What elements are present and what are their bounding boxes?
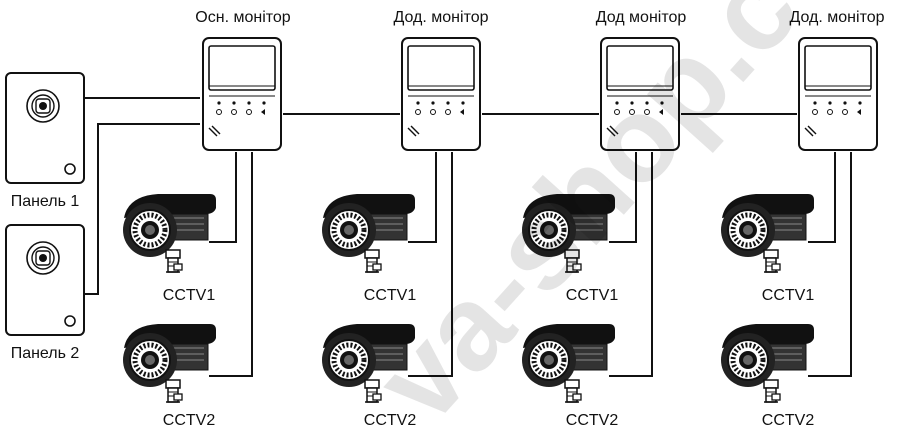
camera-label-cctv2-2: CCTV2 xyxy=(364,412,417,429)
panel-label-2: Панель 2 xyxy=(11,345,80,362)
camera-label-cctv2-4: CCTV2 xyxy=(762,412,815,429)
camera-label-cctv2-3: CCTV2 xyxy=(566,412,619,429)
wires xyxy=(84,97,852,377)
door-panel-1 xyxy=(5,72,85,184)
monitor-label-extra-1: Дод. монітор xyxy=(393,9,488,26)
monitor-extra-3 xyxy=(798,37,878,151)
camera-cctv1-1 xyxy=(123,194,216,272)
camera-label-cctv2-1: CCTV2 xyxy=(163,412,216,429)
monitor-label-extra-2: Дод монітор xyxy=(596,9,687,26)
monitor-label-extra-3: Дод. монітор xyxy=(789,9,884,26)
camera-label-cctv1-1: CCTV1 xyxy=(163,287,216,304)
camera-cctv1-2 xyxy=(322,194,415,272)
monitor-main xyxy=(202,37,282,151)
door-panel-2 xyxy=(5,224,85,336)
camera-cctv2-4 xyxy=(721,324,814,402)
monitor-extra-1 xyxy=(401,37,481,151)
camera-cctv2-1 xyxy=(123,324,216,402)
camera-label-cctv1-3: CCTV1 xyxy=(566,287,619,304)
monitor-label-main: Осн. монітор xyxy=(195,9,291,26)
camera-cctv1-4 xyxy=(721,194,814,272)
panel-label-1: Панель 1 xyxy=(11,193,80,210)
camera-label-cctv1-4: CCTV1 xyxy=(762,287,815,304)
camera-label-cctv1-2: CCTV1 xyxy=(364,287,417,304)
